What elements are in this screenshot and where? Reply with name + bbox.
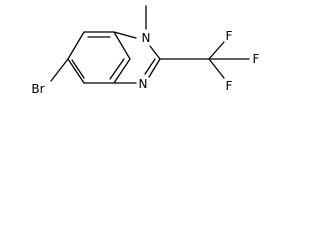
- bond-c4-c5-inner: [71, 59, 85, 79]
- atom-label-f-bottom: F: [226, 79, 233, 93]
- bond-c4-c5: [67, 58, 85, 84]
- atom-label-f-right: F: [253, 52, 260, 66]
- bond-cf3-f-top: [208, 41, 225, 60]
- atom-label-f-top: F: [226, 29, 233, 43]
- bond-c7a-c3a-inner: [109, 58, 125, 80]
- benzimidazole-structure: N N Br F F F: [31, 5, 260, 96]
- bond-c2-n3-inner: [144, 58, 156, 75]
- bond-c7-c7a: [113, 31, 131, 60]
- bond-c2-n3: [148, 58, 161, 78]
- bond-c7a-n1: [113, 31, 137, 39]
- bond-c5-c6: [67, 31, 85, 60]
- atom-label-br: Br: [31, 82, 44, 96]
- atom-label-n3: N: [139, 77, 148, 91]
- atom-label-n1: N: [142, 31, 151, 45]
- bond-c7a-c3a: [113, 58, 131, 84]
- bond-n1-c2: [149, 45, 161, 60]
- bond-cf3-f-bottom: [208, 58, 225, 79]
- bond-c5-br: [50, 58, 69, 82]
